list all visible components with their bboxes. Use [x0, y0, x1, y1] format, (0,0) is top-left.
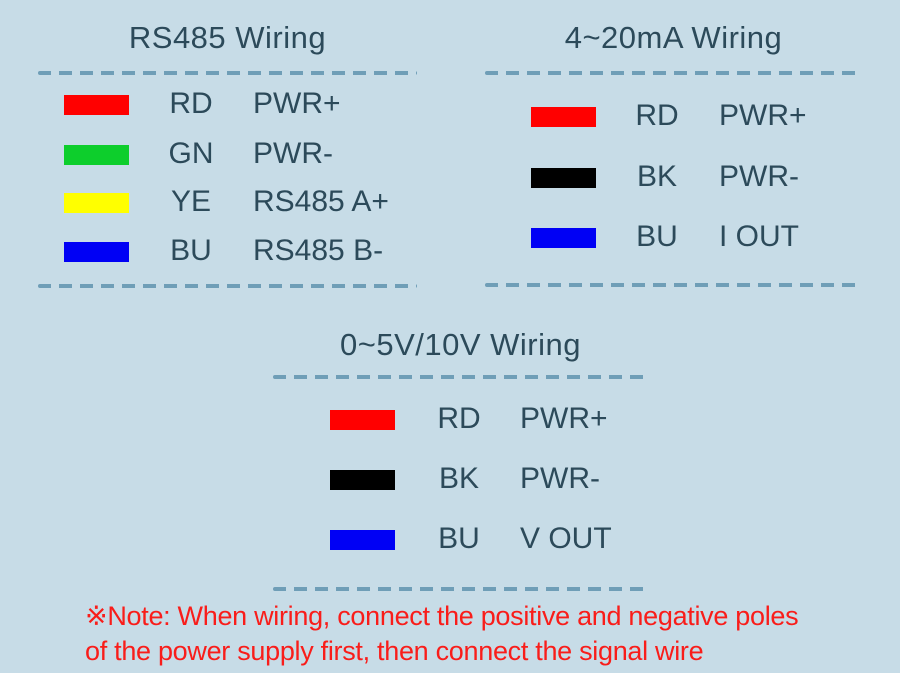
wire-signal: I OUT	[719, 220, 799, 253]
wire-signal: PWR-	[520, 462, 600, 495]
wire-signal: PWR+	[253, 87, 341, 120]
wire-swatch-red	[330, 410, 395, 430]
section-title-rs485: RS485 Wiring	[128, 20, 327, 55]
wire-abbr: YE	[170, 185, 212, 218]
wire-signal: RS485 B-	[253, 234, 384, 267]
wire-signal: PWR-	[719, 160, 799, 193]
wire-row-bk: BK PWR-	[485, 160, 862, 193]
wire-abbr: BU	[636, 220, 678, 253]
wire-signal: V OUT	[520, 522, 612, 555]
wire-signal: RS485 A+	[253, 185, 389, 218]
section-0-5v-10v-wiring: 0~5V/10V Wiring RD PWR+ BK PWR- BU V OUT	[273, 327, 648, 593]
section-title-4-20ma: 4~20mA Wiring	[564, 20, 783, 55]
wire-signal: PWR+	[719, 99, 807, 132]
section-title-0-5v-10v: 0~5V/10V Wiring	[340, 327, 581, 362]
wire-swatch-black	[531, 168, 596, 188]
wiring-note: ※Note: When wiring, connect the positive…	[85, 599, 799, 669]
section-4-20ma-wiring: 4~20mA Wiring RD PWR+ BK PWR- BU I OUT	[485, 20, 862, 290]
wire-signal: PWR-	[253, 137, 333, 170]
dashed-divider-top	[273, 375, 648, 379]
wire-swatch-red	[531, 107, 596, 127]
wire-row-bu: BU I OUT	[485, 220, 862, 253]
wire-swatch-blue	[64, 242, 129, 262]
wire-abbr: GN	[168, 137, 214, 170]
wire-abbr: BK	[438, 462, 480, 495]
wire-abbr: BU	[438, 522, 480, 555]
wire-row-bu: BU V OUT	[273, 522, 648, 555]
dashed-divider-bottom	[38, 284, 417, 288]
wire-swatch-yellow	[64, 193, 129, 213]
dashed-divider-bottom	[273, 587, 648, 591]
wiring-note-line1: ※Note: When wiring, connect the positive…	[85, 601, 799, 631]
section-rs485-wiring: RS485 Wiring RD PWR+ GN PWR- YE RS485 A+…	[38, 20, 417, 290]
wire-abbr: RD	[635, 99, 679, 132]
dashed-divider-bottom	[485, 283, 862, 287]
wire-row-bk: BK PWR-	[273, 462, 648, 495]
wire-row-rd: RD PWR+	[273, 402, 648, 435]
wire-abbr: RD	[169, 87, 213, 120]
wire-swatch-green	[64, 145, 129, 165]
wire-swatch-blue	[531, 228, 596, 248]
wire-signal: PWR+	[520, 402, 608, 435]
dashed-divider-top	[485, 71, 862, 75]
wire-row-ye: YE RS485 A+	[38, 185, 417, 218]
wire-row-gn: GN PWR-	[38, 137, 417, 170]
wiring-note-line2: of the power supply first, then connect …	[85, 636, 704, 666]
wire-swatch-black	[330, 470, 395, 490]
wire-row-rd: RD PWR+	[485, 99, 862, 132]
wire-abbr: RD	[437, 402, 481, 435]
wire-abbr: BU	[170, 234, 212, 267]
wire-row-rd: RD PWR+	[38, 87, 417, 120]
wire-abbr: BK	[636, 160, 678, 193]
dashed-divider-top	[38, 71, 417, 75]
wire-swatch-red	[64, 95, 129, 115]
wire-row-bu: BU RS485 B-	[38, 234, 417, 267]
wire-swatch-blue	[330, 530, 395, 550]
